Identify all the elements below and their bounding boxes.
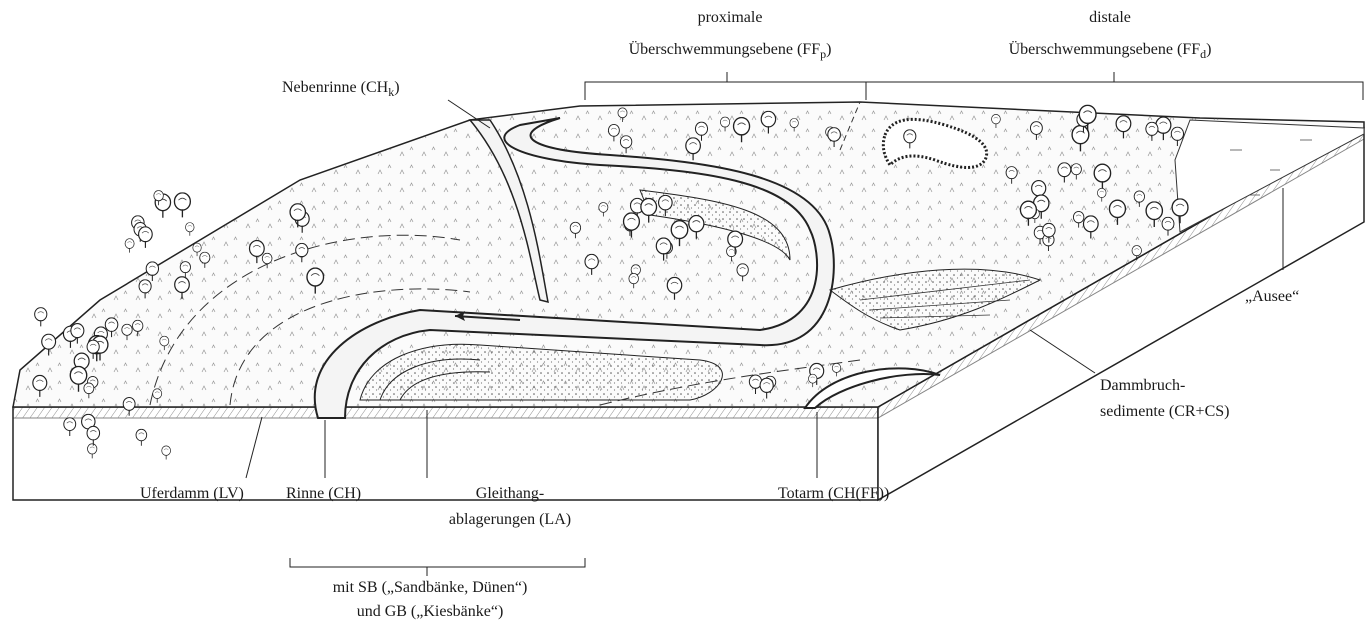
tree-icon [186,223,195,236]
distal-label-text: Überschwemmungsebene (FF [1009,41,1201,58]
nebenrinne-label: Nebenrinne (CHk) [282,78,400,102]
ausee-label: „Ausee“ [1245,287,1299,306]
bars-bracket [290,558,585,567]
distal-close: ) [1206,41,1211,58]
totarm-label: Totarm (CH(FF)) [778,484,889,503]
nebenrinne-close: ) [394,79,399,96]
bars-label-line2: und GB („Kiesbänke“) [260,602,600,621]
proximal-label-line2: Überschwemmungsebene (FFp) [540,40,920,64]
proximal-label-line1: proximale [640,8,820,27]
rinne-label: Rinne (CH) [286,484,361,503]
distal-bracket [866,82,1363,100]
gleithang-label-line2: ablagerungen (LA) [420,510,600,529]
proximal-close: ) [826,41,831,58]
tree-icon [125,239,134,253]
proximal-bracket [585,82,866,100]
bars-label-line1: mit SB („Sandbänke, Dünen“) [260,578,600,597]
distal-label-line2: Überschwemmungsebene (FFd) [920,40,1300,64]
dammbruch-label-line2: sedimente (CR+CS) [1100,402,1229,421]
dammbruch-label-line1: Dammbruch- [1100,376,1185,395]
nebenrinne-text: Nebenrinne (CH [282,79,388,96]
distal-label-line1: distale [1020,8,1200,27]
gleithang-label-line1: Gleithang- [420,484,600,503]
sediment-layer-front [13,407,878,418]
uferdamm-label: Uferdamm (LV) [140,484,244,503]
tree-icon [35,308,47,327]
tree-icon [139,227,153,248]
proximal-label-text: Überschwemmungsebene (FF [629,41,821,58]
tree-icon [174,193,190,218]
